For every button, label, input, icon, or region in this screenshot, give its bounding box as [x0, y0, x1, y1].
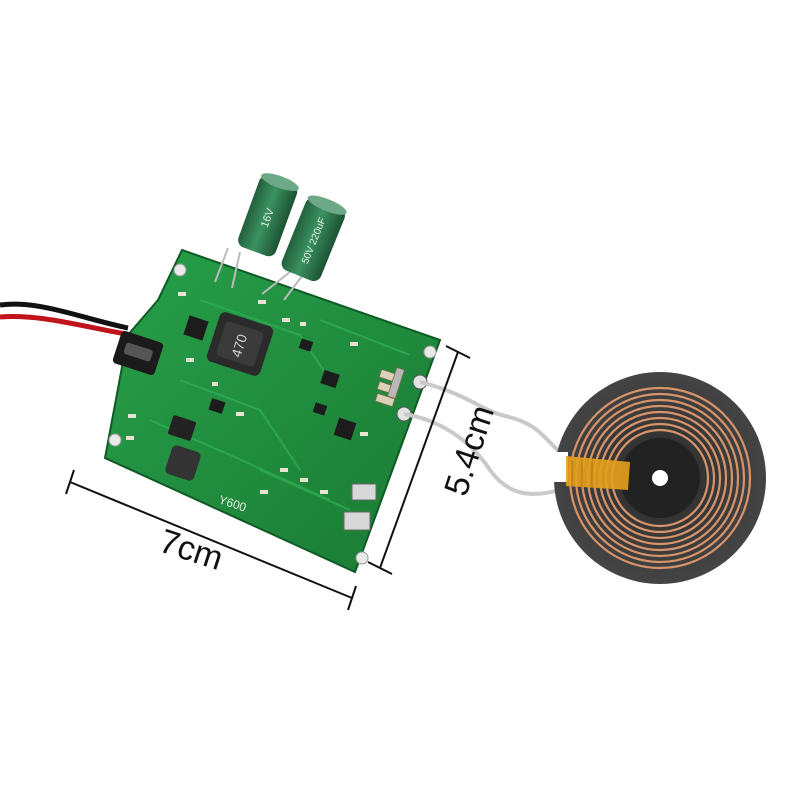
power-inductor: 470	[206, 312, 274, 376]
dimension-width	[65, 469, 357, 611]
dimension-height	[367, 345, 471, 575]
width-label: 7cm	[155, 522, 228, 578]
pcb-board: 470	[103, 248, 442, 574]
flex-tape	[566, 456, 630, 490]
electrolytic-capacitor-1: 16V	[214, 173, 299, 289]
terminal-blocks	[343, 483, 377, 531]
receiver-coil	[548, 372, 766, 584]
component-array	[374, 366, 405, 408]
height-label: 5.4cm	[437, 401, 502, 501]
usb-port	[112, 331, 164, 375]
smd-parts	[126, 292, 368, 494]
electrolytic-capacitor-2: 50V 220uF	[261, 195, 347, 301]
power-cable	[0, 301, 129, 337]
coil-leads	[403, 380, 580, 496]
ic-chips	[183, 315, 357, 441]
small-inductor	[165, 445, 201, 481]
transistor-chip	[168, 415, 196, 441]
inductor-marking: 470	[228, 332, 251, 359]
